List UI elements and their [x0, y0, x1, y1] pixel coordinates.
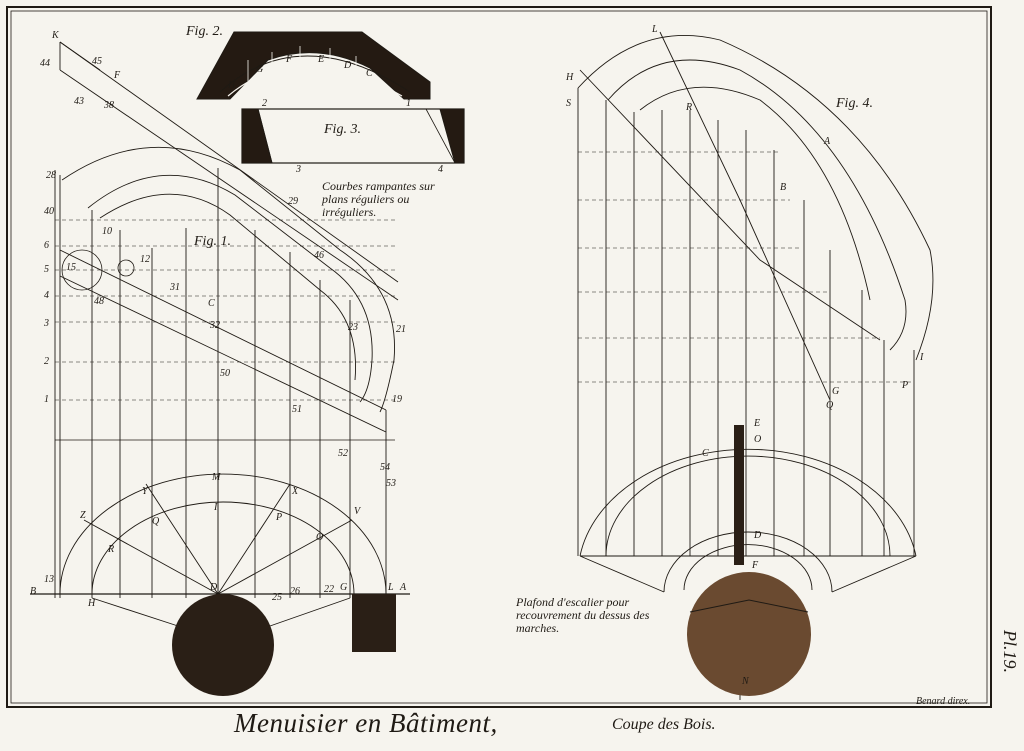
fig3-label: Fig. 3.: [324, 122, 361, 137]
fig1-letter-m: M: [212, 472, 221, 483]
fig4-letter-q: Q: [826, 400, 834, 411]
fig4-letter-p: P: [902, 380, 909, 391]
fig4-letter-n: N: [742, 676, 749, 687]
fig1-number: 28: [46, 170, 56, 181]
fig4-letter-d: D: [754, 530, 762, 541]
fig1-letter-q: Q: [152, 516, 160, 527]
fig1-number: 45: [92, 56, 102, 67]
fig1-letter-v: V: [354, 506, 361, 517]
fig2-letter: E: [318, 54, 325, 65]
fig3-number: 2: [262, 98, 267, 109]
fig4-letter-h: H: [566, 72, 574, 83]
fig1-number: 15: [66, 262, 76, 273]
fig1-number: 10: [102, 226, 112, 237]
plate-border-inner: [10, 10, 988, 704]
fig4-letter-a: A: [824, 136, 831, 147]
fig1-letter-x: X: [292, 486, 299, 497]
fig1-number: 13: [44, 574, 54, 585]
fig4-letter-s: S: [566, 98, 571, 109]
fig4-letter-l: L: [652, 24, 658, 35]
fig4-letter-b: B: [780, 182, 787, 193]
plate-subtitle: Coupe des Bois.: [612, 716, 716, 733]
fig1-square-section: [352, 594, 396, 652]
fig1-drawing: [30, 41, 410, 627]
fig2-letter: G: [256, 64, 264, 75]
fig1-number: 12: [140, 254, 150, 265]
fig4-letter-g: G: [832, 386, 840, 397]
fig1-letter-r: R: [108, 544, 115, 555]
fig4-drawing: [577, 31, 934, 700]
fig4-letter-c: C: [702, 448, 709, 459]
plate-number: Pl.19.: [1000, 630, 1020, 673]
fig2-letter: F: [286, 54, 293, 65]
fig3-number: 3: [296, 164, 301, 175]
fig3-number: 1: [406, 98, 411, 109]
plate-title: Menuisier en Bâtiment,: [234, 708, 498, 738]
fig4-center-bar: [734, 425, 744, 565]
fig2-label: Fig. 2.: [186, 24, 223, 39]
fig1-number: 19: [392, 394, 402, 405]
fig1-number: 38: [104, 100, 114, 111]
fig1-letter-g: G: [340, 582, 348, 593]
fig1-number: 21: [396, 324, 406, 335]
fig1-number: 29: [288, 196, 298, 207]
fig1-letter-f: F: [114, 70, 121, 81]
fig4-label: Fig. 4.: [836, 96, 873, 111]
plate-border-outer: [6, 6, 992, 708]
fig1-letter-z: Z: [80, 510, 86, 521]
fig1-number: 48: [94, 296, 104, 307]
fig4-letter-o: O: [754, 434, 762, 445]
fig4-round-section: [687, 572, 811, 696]
fig1-number: 52: [338, 448, 348, 459]
fig2-letter: H: [228, 80, 236, 91]
fig1-label: Fig. 1.: [194, 234, 231, 249]
fig1-number: 2: [44, 356, 49, 367]
fig1-round-section: [172, 594, 274, 696]
fig1-letter-h: H: [88, 598, 96, 609]
fig1-letter-a: A: [400, 582, 407, 593]
fig4-letter-i: I: [920, 352, 924, 363]
fig1-letter-l: L: [388, 582, 394, 593]
fig1-number: 25: [272, 592, 282, 603]
fig1-number: 50: [220, 368, 230, 379]
fig1-letter-p: P: [276, 512, 283, 523]
fig1-number: 43: [74, 96, 84, 107]
fig1-number: 6: [44, 240, 49, 251]
fig1-number: 32: [210, 320, 220, 331]
fig1-number: 26: [290, 586, 300, 597]
fig1-letter-o: O: [316, 532, 324, 543]
fig1-letter-k: K: [52, 30, 59, 41]
fig1-number: 22: [324, 584, 334, 595]
fig2-letter: C: [366, 68, 373, 79]
fig1-letter-b: B: [30, 586, 37, 597]
fig1-letter-i: I: [214, 502, 218, 513]
fig1-number: 51: [292, 404, 302, 415]
fig4-letter-r: R: [686, 102, 693, 113]
caption-courbes-rampantes: Courbes rampantes sur plans réguliers ou…: [322, 179, 435, 219]
fig1-number: 46: [314, 250, 324, 261]
fig1-number: 44: [40, 58, 50, 69]
fig4-letter-f: F: [752, 560, 759, 571]
fig1-number: 3: [44, 318, 49, 329]
fig1-number: 4: [44, 290, 49, 301]
engraver-signature: Benard direx.: [916, 696, 971, 707]
fig1-number: 53: [386, 478, 396, 489]
fig1-letter-c: C: [208, 298, 215, 309]
fig2-letter: D: [344, 60, 352, 71]
fig1-letter-d: D: [210, 582, 218, 593]
fig1-letter-y: Y: [142, 486, 148, 497]
fig1-number: 31: [170, 282, 180, 293]
fig3-drawing: [241, 108, 465, 164]
caption-plafond-escalier: Plafond d'escalier pour recouvrement du …: [516, 595, 650, 635]
fig1-number: 54: [380, 462, 390, 473]
fig1-number: 23: [348, 322, 358, 333]
fig1-number: 1: [44, 394, 49, 405]
fig1-number: 40: [44, 206, 54, 217]
fig3-number: 4: [438, 164, 443, 175]
fig2-drawing: [196, 31, 431, 100]
fig4-letter-e: E: [754, 418, 761, 429]
fig1-number: 5: [44, 264, 49, 275]
